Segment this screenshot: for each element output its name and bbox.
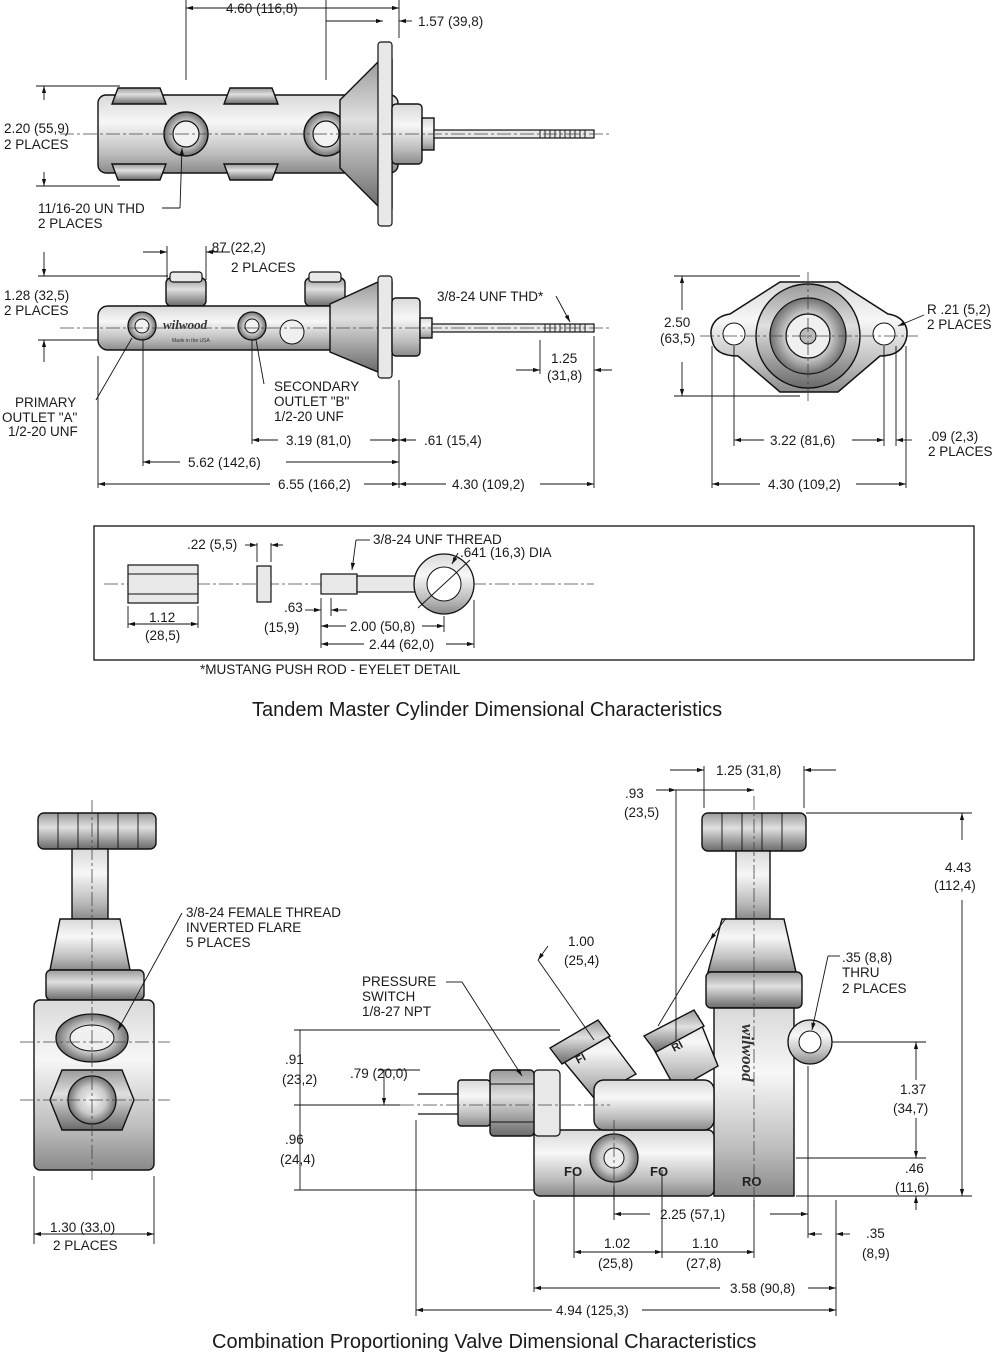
dim-holes: 1.37: [900, 1082, 926, 1097]
valve-thread-2: INVERTED FLARE: [186, 920, 301, 935]
eyelet-thread: 3/8-24 UNF THREAD: [373, 532, 502, 547]
rod-length-mm: (31,8): [547, 368, 582, 383]
secondary-outlet-1: SECONDARY: [274, 379, 359, 394]
dim-fo1: 1.02: [604, 1236, 630, 1251]
rod-thread-label: 3/8-24 UNF THD*: [437, 289, 544, 304]
end-dim-ear-places: 2 PLACES: [928, 444, 993, 459]
port-ri: RI: [670, 1039, 685, 1055]
mc-top-view: 4.60 (116,8) 1.57 (39,8) 2.20 (55,9) 2 P…: [4, 0, 612, 231]
dim-rod: 4.30 (109,2): [452, 477, 525, 492]
dim-width: 2.20 (55,9): [4, 121, 69, 136]
end-dim-height: 2.50: [664, 315, 690, 330]
port-thread-label: 11/16-20 UN THD: [38, 201, 145, 216]
valve-thread-3: 5 PLACES: [186, 935, 251, 950]
dim-bottom-mm: (11,6): [895, 1180, 929, 1195]
mc-logo: wilwood: [163, 317, 208, 332]
mc-end-view: 2.50 (63,5) R .21 (5,2) 2 PLACES 3.22 (8…: [660, 272, 993, 492]
port-fo-right: FO: [650, 1164, 668, 1179]
eyelet-nut-thk: .22 (5,5): [187, 537, 237, 552]
dim-ports-mm: (25,4): [564, 953, 599, 968]
mc-side-view: .87 (22,2) 2 PLACES 1.28 (32,5) 2 PLACES…: [2, 240, 612, 492]
dim-height-places: 2 PLACES: [4, 303, 69, 318]
dim-fo2-mm: (27,8): [686, 1256, 721, 1271]
switch-2: SWITCH: [362, 989, 415, 1004]
eyelet-shank-mm: (15,9): [264, 620, 299, 635]
end-dim-ear: .09 (2,3): [928, 429, 978, 444]
eyelet-overall: 2.44 (62,0): [369, 637, 434, 652]
end-dim-bolt: 3.22 (81,6): [770, 433, 835, 448]
dim-up-mm: (23,2): [282, 1072, 317, 1087]
valve-front-view: wilwood FO FO RO FI RI 1.25 (31,8): [280, 763, 976, 1318]
switch-3: 1/8-27 NPT: [362, 1004, 431, 1019]
dim-up: .91: [285, 1052, 304, 1067]
end-dim-width: 4.30 (109,2): [768, 477, 841, 492]
dim-bottom: .46: [905, 1161, 924, 1176]
dim-fo: 2.25 (57,1): [660, 1207, 725, 1222]
dim-flange-gap: .61 (15,4): [424, 433, 482, 448]
dim-down-mm: (24,4): [280, 1152, 315, 1167]
valve-side-width: 1.30 (33,0): [50, 1220, 115, 1235]
dim-ports: 1.00: [568, 934, 594, 949]
dim-port-spacing: .87 (22,2): [208, 240, 266, 255]
dim-top-length: 4.60 (116,8): [226, 1, 298, 16]
valve-logo: wilwood: [738, 1024, 757, 1082]
valve-side-places: 2 PLACES: [53, 1238, 118, 1253]
dim-height: 4.43: [945, 860, 971, 875]
end-radius-places: 2 PLACES: [927, 317, 992, 332]
end-radius: R .21 (5,2): [927, 302, 991, 317]
caption-top: Tandem Master Cylinder Dimensional Chara…: [252, 699, 722, 721]
dim-port-places: 2 PLACES: [231, 260, 296, 275]
port-fo-left: FO: [564, 1164, 582, 1179]
eyelet-shank: .63: [284, 600, 303, 615]
dim-fo2: 1.10: [692, 1236, 718, 1251]
secondary-outlet-3: 1/2-20 UNF: [274, 409, 344, 424]
end-dim-height-mm: (63,5): [660, 331, 695, 346]
dim-front: 5.62 (142,6): [188, 455, 261, 470]
eyelet-coupler-len: 1.12: [149, 610, 175, 625]
valve-thread-1: 3/8-24 FEMALE THREAD: [186, 905, 341, 920]
port-ro: RO: [742, 1174, 762, 1189]
mount-hole-3: 2 PLACES: [842, 981, 907, 996]
dim-fo1-mm: (25,8): [598, 1256, 633, 1271]
dim-358: 3.58 (90,8): [730, 1281, 795, 1296]
dim-flange: 1.57 (39,8): [418, 14, 483, 29]
dim-knob: 1.25 (31,8): [716, 763, 781, 778]
dim-height-mm: (112,4): [934, 878, 976, 893]
mc-logo-sub: Made in the USA: [172, 338, 210, 344]
primary-outlet-1: PRIMARY: [15, 395, 76, 410]
dim-switch: .79 (20,0): [350, 1066, 408, 1081]
dim-edge: .35: [866, 1226, 885, 1241]
dim-edge-mm: (8,9): [862, 1246, 890, 1261]
valve-side-view: 3/8-24 FEMALE THREAD INVERTED FLARE 5 PL…: [20, 800, 341, 1253]
dim-knob-off-mm: (23,5): [624, 805, 659, 820]
eyelet-caption: *MUSTANG PUSH ROD - EYELET DETAIL: [200, 662, 461, 677]
dim-holes-mm: (34,7): [893, 1101, 928, 1116]
switch-1: PRESSURE: [362, 974, 436, 989]
dim-494: 4.94 (125,3): [556, 1303, 629, 1318]
dim-down: .96: [285, 1132, 304, 1147]
secondary-outlet-2: OUTLET "B": [274, 394, 350, 409]
primary-outlet-2: OUTLET "A": [2, 410, 78, 425]
dim-outlets: 3.19 (81,0): [286, 433, 351, 448]
rod-length: 1.25: [551, 351, 577, 366]
dim-overall: 6.55 (166,2): [278, 477, 351, 492]
port-thread-places: 2 PLACES: [38, 216, 103, 231]
primary-outlet-3: 1/2-20 UNF: [8, 424, 78, 439]
eyelet-eye-dia: .641 (16,3) DIA: [460, 545, 552, 560]
mount-hole-1: .35 (8,8): [842, 950, 892, 965]
dim-knob-off: .93: [625, 786, 644, 801]
eyelet-coupler-mm: (28,5): [145, 628, 180, 643]
eyelet-eye-ctr: 2.00 (50,8): [350, 619, 415, 634]
mount-hole-2: THRU: [842, 965, 880, 980]
dim-width-places: 2 PLACES: [4, 137, 69, 152]
dim-height: 1.28 (32,5): [4, 288, 69, 303]
eyelet-detail: .22 (5,5) 1.12 (28,5) 3/8-24 UNF THREAD …: [93, 525, 975, 677]
caption-bottom: Combination Proportioning Valve Dimensio…: [212, 1331, 756, 1353]
